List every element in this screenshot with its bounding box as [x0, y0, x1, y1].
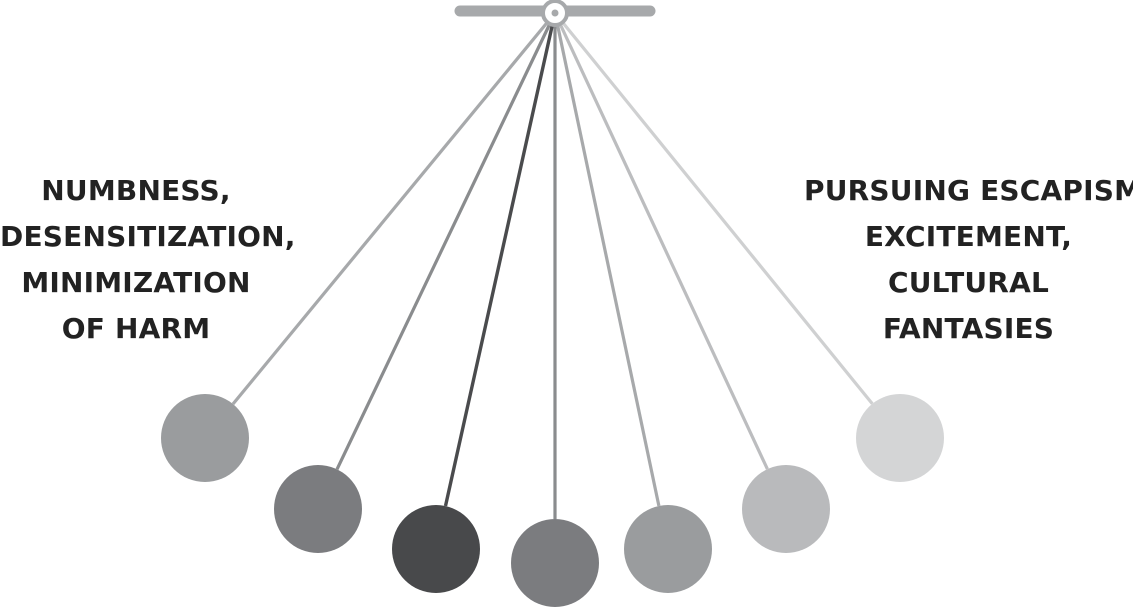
left-label-line: OF HARM — [61, 312, 211, 345]
left-label-line: MINIMIZATION — [21, 266, 251, 299]
right-label: PURSUING ESCAPISM, EXCITEMENT, CULTURAL … — [804, 168, 1133, 352]
ball-right — [742, 465, 830, 553]
right-label-line: PURSUING ESCAPISM, — [804, 174, 1133, 207]
right-label-line: EXCITEMENT, — [864, 220, 1073, 253]
ball-center-left-string — [443, 12, 557, 507]
ball-far-right — [856, 394, 944, 482]
right-label-line: FANTASIES — [882, 312, 1055, 345]
ball-right-string — [553, 12, 769, 470]
ball-center — [511, 519, 599, 607]
ball-far-left-string — [231, 11, 557, 406]
left-label-line: NUMBNESS, — [41, 174, 231, 207]
ball-far-right-string — [553, 11, 874, 405]
ball-left — [274, 465, 362, 553]
ball-center-right — [624, 505, 712, 593]
pivot-center — [551, 9, 559, 17]
ball-far-left — [161, 394, 249, 482]
pendulum-balls — [161, 394, 944, 607]
pendulum-strings — [231, 11, 874, 519]
ball-center-left — [392, 505, 480, 593]
ball-left-string — [335, 12, 557, 470]
ball-center-right-string — [553, 12, 661, 507]
left-label-line: DESENSITIZATION, — [0, 220, 296, 253]
left-label: NUMBNESS, DESENSITIZATION, MINIMIZATION … — [0, 168, 296, 352]
right-label-line: CULTURAL — [887, 266, 1049, 299]
